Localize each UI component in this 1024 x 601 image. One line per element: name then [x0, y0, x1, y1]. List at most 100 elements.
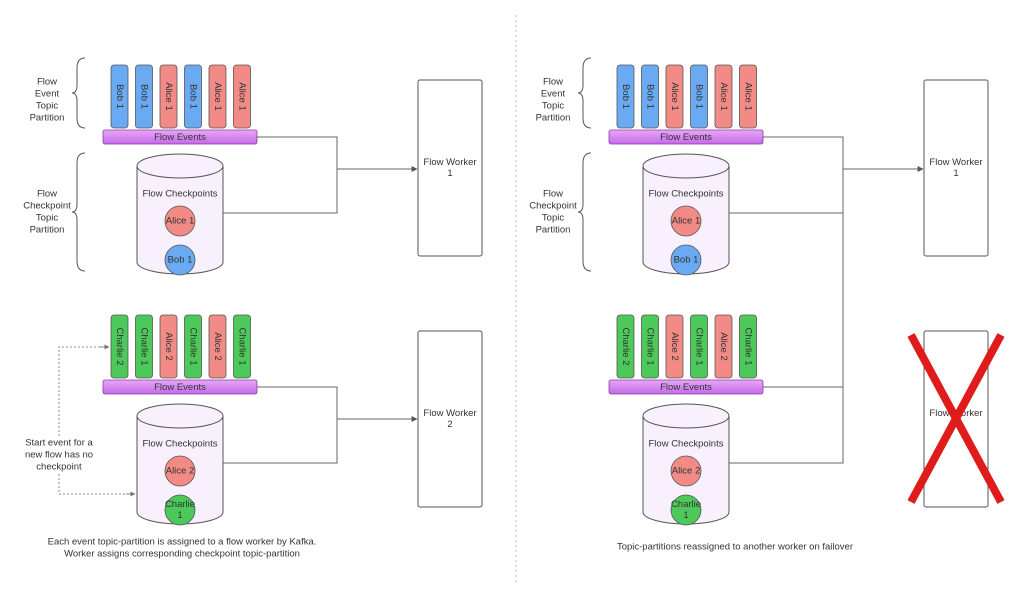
- left-g2-cylinder-top: [136, 403, 224, 429]
- right-g1-checkpoint-circle: Bob 1: [670, 244, 702, 276]
- right-g2-circle-label: Alice 2: [672, 466, 701, 477]
- right-g2-event-rect: [690, 314, 708, 379]
- right-g2-event-label: Alice 2: [718, 332, 729, 361]
- left-event-partition-label-line: Event: [35, 89, 60, 100]
- left-start-event-note-line: new flow has no: [25, 450, 93, 461]
- left-g1-event-box: Alice 1: [233, 64, 251, 129]
- left-g2-event-box: Charlie 2: [110, 314, 129, 379]
- right-cross-stroke-2: [907, 333, 1005, 504]
- right-event-brace: [577, 57, 592, 129]
- left-start-event-note-line: Start event for a: [25, 438, 93, 449]
- left-g1-cylinder-top: [136, 153, 224, 179]
- left-g1-event-rect: [208, 64, 227, 129]
- left-g2-event-label: Charlie 1: [138, 327, 149, 365]
- right-g1-event-label: Bob 1: [693, 84, 704, 109]
- left-g2-event-rect: [159, 314, 178, 379]
- left-g1-cylinder-label: Flow Checkpoints: [143, 189, 218, 200]
- right-g1-event-rect: [616, 64, 635, 129]
- left-g2-event-rect: [233, 314, 251, 379]
- left-g2-event-box: Charlie 1: [184, 314, 202, 379]
- left-checkpoint-partition-label-line: Flow: [37, 189, 57, 200]
- right-failed-worker-cross: [907, 333, 1005, 504]
- left-event-brace: [71, 57, 86, 129]
- right-checkpoint-partition-label-line: Partition: [536, 225, 571, 236]
- left-g2-event-label: Alice 2: [212, 332, 223, 361]
- right-g1-cylinder-top: [642, 153, 730, 179]
- right-g1-event-box: Alice 1: [714, 64, 733, 129]
- right-g1-flow-events-bar: Flow Events: [608, 129, 764, 145]
- left-g2-event-rect: [135, 314, 153, 379]
- right-g2-event-box: Charlie 2: [616, 314, 635, 379]
- left-note-bg: [22, 436, 98, 472]
- right-event-partition-label-line: Topic: [542, 101, 564, 112]
- left-g2-circle-shape: [164, 494, 196, 526]
- right-g2-event-rect: [739, 314, 757, 379]
- left-start-event-note-line: checkpoint: [36, 462, 82, 473]
- left-g2-event-label: Charlie 2: [114, 327, 125, 365]
- left-g2-circle-label-line: Charlie: [165, 499, 195, 510]
- left-g2-circle-label-line: 1: [177, 510, 182, 521]
- right-g1-event-box: Alice 1: [739, 64, 757, 129]
- left-event-partition-label-line: Partition: [30, 113, 65, 124]
- left-g1-event-label: Bob 1: [114, 84, 125, 109]
- right-g2-circle-label-line: Charlie: [671, 499, 701, 510]
- left-caption-line: Worker assigns corresponding checkpoint …: [64, 549, 300, 560]
- right-event-partition-label-line: Event: [541, 89, 566, 100]
- right-g1-event-label: Bob 1: [620, 84, 631, 109]
- left-g2-flow-events-bar: Flow Events: [102, 379, 258, 395]
- left-caption: Each event topic-partition is assigned t…: [48, 537, 317, 560]
- left-g2-connector: [223, 386, 338, 464]
- left-g2-event-rect: [208, 314, 227, 379]
- right-g2-event-rect: [665, 314, 684, 379]
- left-g2-circle-shape: [164, 455, 196, 487]
- left-g1-event-box: Bob 1: [135, 64, 153, 129]
- left-g2-event-box: Charlie 1: [135, 314, 153, 379]
- left-g2-circle-label-line: Alice 2: [166, 466, 195, 477]
- right-g2-event-rect: [616, 314, 635, 379]
- left-g2-event-label: Charlie 1: [187, 327, 198, 365]
- right-g1-event-label: Alice 1: [742, 82, 753, 111]
- left-caption-line: Each event topic-partition is assigned t…: [48, 537, 317, 548]
- right-w1-worker-label-line: 1: [953, 168, 958, 179]
- right-g1-event-rect: [690, 64, 708, 129]
- right-event-partition-label-line: Partition: [536, 113, 571, 124]
- right-g1-event-rect: [739, 64, 757, 129]
- left-g2-event-label: Alice 2: [163, 332, 174, 361]
- left-g1-checkpoint-circle: Bob 1: [164, 244, 196, 276]
- right-g2-event-box: Charlie 1: [690, 314, 708, 379]
- right-g2-event-box: Charlie 1: [641, 314, 659, 379]
- right-w1-worker-rect: [923, 79, 989, 257]
- right-g2-event-label: Charlie 1: [742, 327, 753, 365]
- left-w1-worker-label-line: Flow Worker: [423, 157, 476, 168]
- right-g2-event-label: Alice 2: [669, 332, 680, 361]
- left-g2-event-box: Alice 2: [159, 314, 178, 379]
- left-g1-event-label: Alice 1: [163, 82, 174, 111]
- right-event-partition-label-line: Flow: [543, 77, 563, 88]
- right-g2-flow-events-bar: Flow Events: [608, 379, 764, 395]
- left-g1-circle-label: Alice 1: [166, 216, 195, 227]
- right-g1-event-label: Alice 1: [718, 82, 729, 111]
- right-g1-event-box: Alice 1: [665, 64, 684, 129]
- right-g1-event-label: Alice 1: [669, 82, 680, 111]
- left-g2-cylinder-label: Flow Checkpoints: [143, 439, 218, 450]
- left-g2-event-box: Charlie 1: [233, 314, 251, 379]
- left-g1-event-box: Alice 1: [159, 64, 178, 129]
- left-g2-flow-events-label: Flow Events: [154, 382, 206, 393]
- left-g2-circle-label: Alice 2: [166, 466, 195, 477]
- right-w1-worker-label-line: Flow Worker: [929, 157, 982, 168]
- left-w2-worker-label-line: 2: [447, 419, 452, 430]
- left-g2-event-label: Charlie 1: [236, 327, 247, 365]
- left-g1-circle-shape: [164, 205, 196, 237]
- right-g2-event-label: Charlie 1: [693, 327, 704, 365]
- right-g2-event-rect: [714, 314, 733, 379]
- left-g1-event-rect: [135, 64, 153, 129]
- right-g2-circle-label-line: 1: [683, 510, 688, 521]
- left-g1-flow-events-label: Flow Events: [154, 132, 206, 143]
- right-g1-circle-shape: [670, 244, 702, 276]
